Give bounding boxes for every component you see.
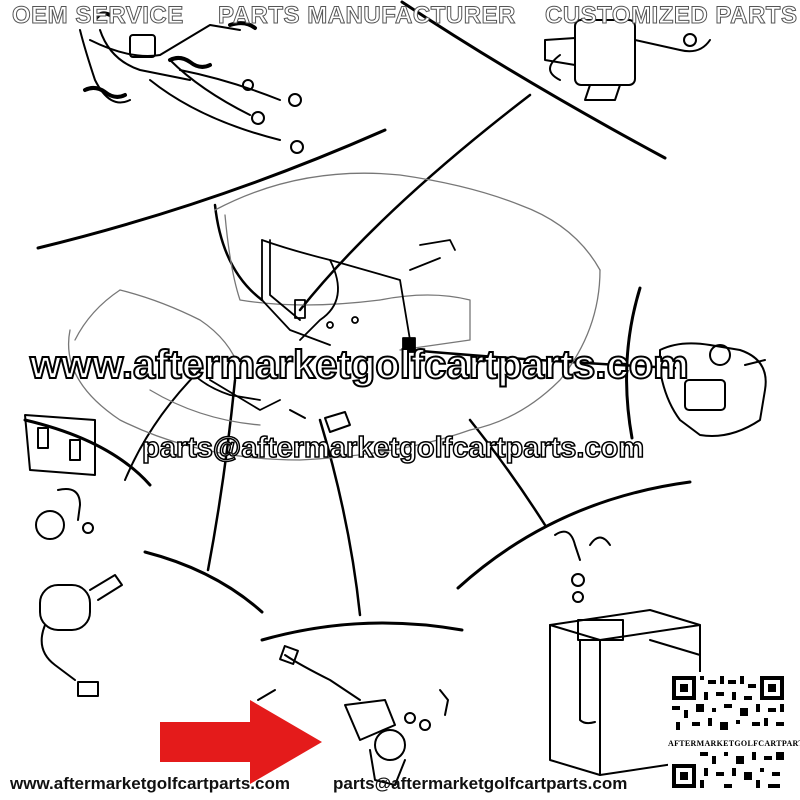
header-oem-service: OEM SERVICE bbox=[12, 2, 184, 30]
red-arrow-icon bbox=[160, 700, 322, 784]
footer-website-link[interactable]: www.aftermarketgolfcartparts.com bbox=[10, 774, 290, 793]
watermark-email: parts@aftermarketgolfcartparts.com bbox=[141, 431, 645, 465]
callout-bracket-lower-left bbox=[143, 550, 264, 614]
callout-bracket-bottom bbox=[260, 621, 464, 642]
qr-code-icon bbox=[668, 672, 788, 792]
callout-bracket-right bbox=[625, 286, 642, 440]
watermark-website: www.aftermarketgolfcartparts.com bbox=[29, 342, 690, 388]
mount-plate bbox=[24, 414, 96, 476]
callout-bracket-left-mid bbox=[23, 418, 152, 487]
leader-line-right bbox=[408, 348, 677, 370]
leader-line-lower-right bbox=[468, 418, 547, 527]
callout-bracket-top-left bbox=[36, 128, 387, 250]
leader-line-left bbox=[124, 369, 201, 481]
leader-line-top-right bbox=[298, 93, 532, 312]
leader-line-bottom bbox=[318, 418, 362, 617]
header-customized-parts: CUSTOMIZED PARTS bbox=[544, 2, 798, 30]
callout-bracket-top-right bbox=[400, 0, 667, 160]
leader-line-top-left bbox=[213, 203, 264, 302]
horn bbox=[35, 510, 65, 540]
qr-caption: AFTERMARKETGOLFCARTPARTS bbox=[668, 739, 800, 748]
callout-bracket-lower-right bbox=[456, 480, 692, 590]
header-parts-manufacturer: PARTS MANUFACTURER bbox=[218, 2, 516, 30]
leader-line-lower-left bbox=[206, 378, 237, 572]
key-switch bbox=[39, 584, 91, 631]
footer-email-link[interactable]: parts@aftermarketgolfcartparts.com bbox=[333, 774, 628, 793]
